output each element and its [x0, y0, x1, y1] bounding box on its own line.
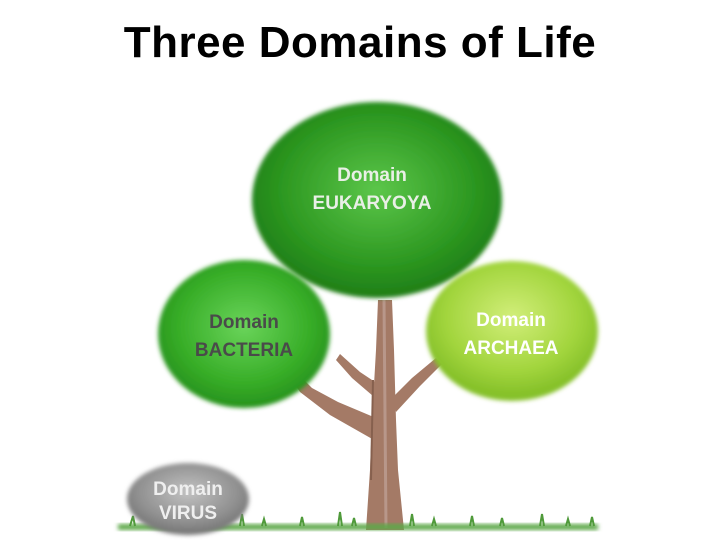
bacteria-label-line1: Domain — [209, 312, 279, 333]
archaea-circle — [426, 261, 598, 401]
eukaryota-label-line1: Domain — [337, 165, 407, 186]
bacteria-circle — [158, 260, 330, 408]
tree-trunk-icon — [292, 299, 442, 530]
domain-archaea: Domain ARCHAEA — [426, 261, 598, 401]
virus-circle — [127, 463, 249, 535]
bacteria-label-line2: BACTERIA — [195, 340, 293, 361]
eukaryota-circle — [252, 102, 502, 298]
domain-virus: Domain VIRUS — [127, 463, 249, 535]
domain-eukaryota: Domain EUKARYOYA — [252, 102, 502, 298]
virus-label-line1: Domain — [153, 479, 223, 500]
archaea-label-line2: ARCHAEA — [464, 338, 559, 359]
archaea-label-line1: Domain — [476, 310, 546, 331]
page-title: Three Domains of Life — [123, 18, 597, 67]
domain-bacteria: Domain BACTERIA — [158, 260, 330, 408]
virus-label-line2: VIRUS — [159, 503, 217, 524]
eukaryota-label-line2: EUKARYOYA — [313, 193, 432, 214]
